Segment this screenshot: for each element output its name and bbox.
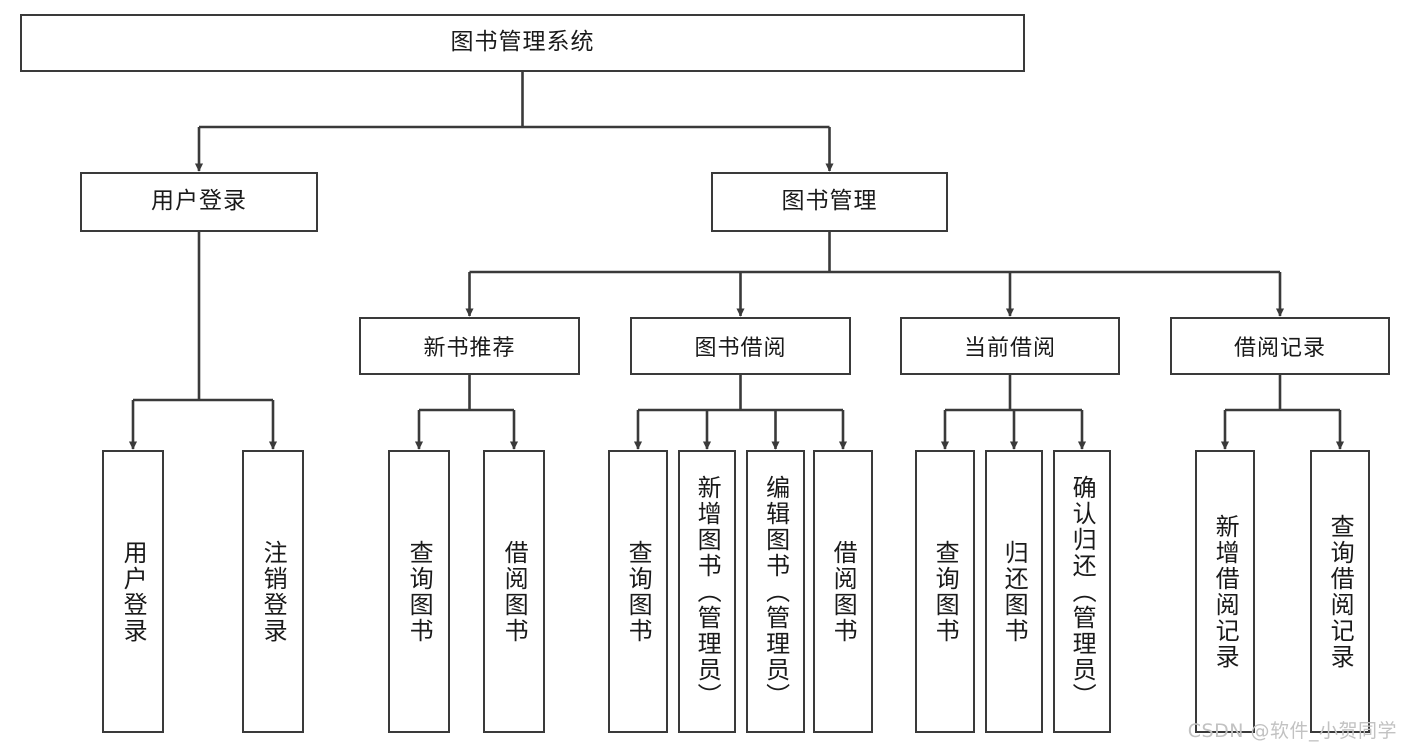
node-leaf-logout[interactable]: 注销登录: [242, 450, 304, 733]
node-leaf-add-book-admin[interactable]: 新增图书（管理员）: [678, 450, 736, 733]
node-label: 借阅记录: [1233, 336, 1326, 361]
node-label: 新增图书（管理员）: [693, 474, 722, 709]
node-leaf-add-borrow-record[interactable]: 新增借阅记录: [1195, 450, 1255, 733]
node-label: 用户登录: [119, 539, 148, 644]
node-label: 查询图书: [931, 539, 960, 644]
node-book-management[interactable]: 图书管理: [711, 172, 948, 232]
node-label: 图书管理: [781, 188, 878, 215]
node-leaf-query-books-borrow[interactable]: 查询图书: [608, 450, 668, 733]
node-label: 图书管理系统: [450, 29, 595, 56]
node-borrow-records[interactable]: 借阅记录: [1170, 317, 1390, 375]
node-label: 新增借阅记录: [1211, 513, 1240, 670]
node-user-login[interactable]: 用户登录: [80, 172, 318, 232]
node-current-borrowing[interactable]: 当前借阅: [900, 317, 1120, 375]
node-leaf-borrow-books-rec[interactable]: 借阅图书: [483, 450, 545, 733]
node-leaf-edit-book-admin[interactable]: 编辑图书（管理员）: [746, 450, 805, 733]
node-label: 确认归还（管理员）: [1068, 474, 1097, 709]
node-label: 注销登录: [259, 539, 288, 644]
node-label: 图书借阅: [694, 336, 787, 361]
watermark: CSDN @软件_小贺同学: [1187, 720, 1397, 742]
node-label: 当前借阅: [963, 336, 1056, 361]
node-leaf-query-books-rec[interactable]: 查询图书: [388, 450, 450, 733]
node-new-book-recommendation[interactable]: 新书推荐: [359, 317, 580, 375]
node-leaf-user-login[interactable]: 用户登录: [102, 450, 164, 733]
node-leaf-confirm-return-admin[interactable]: 确认归还（管理员）: [1053, 450, 1111, 733]
node-book-borrowing[interactable]: 图书借阅: [630, 317, 851, 375]
node-leaf-query-books-current[interactable]: 查询图书: [915, 450, 975, 733]
node-leaf-return-book[interactable]: 归还图书: [985, 450, 1043, 733]
node-root[interactable]: 图书管理系统: [20, 14, 1025, 72]
node-label: 借阅图书: [829, 539, 858, 644]
node-label: 查询图书: [405, 539, 434, 644]
node-label: 查询借阅记录: [1326, 513, 1355, 670]
node-label: 查询图书: [624, 539, 653, 644]
node-label: 新书推荐: [423, 336, 516, 361]
node-label: 用户登录: [151, 188, 247, 215]
node-label: 归还图书: [1000, 539, 1029, 644]
node-label: 借阅图书: [500, 539, 529, 644]
node-leaf-borrow-book[interactable]: 借阅图书: [813, 450, 873, 733]
node-label: 编辑图书（管理员）: [761, 474, 790, 709]
node-leaf-query-borrow-record[interactable]: 查询借阅记录: [1310, 450, 1370, 733]
